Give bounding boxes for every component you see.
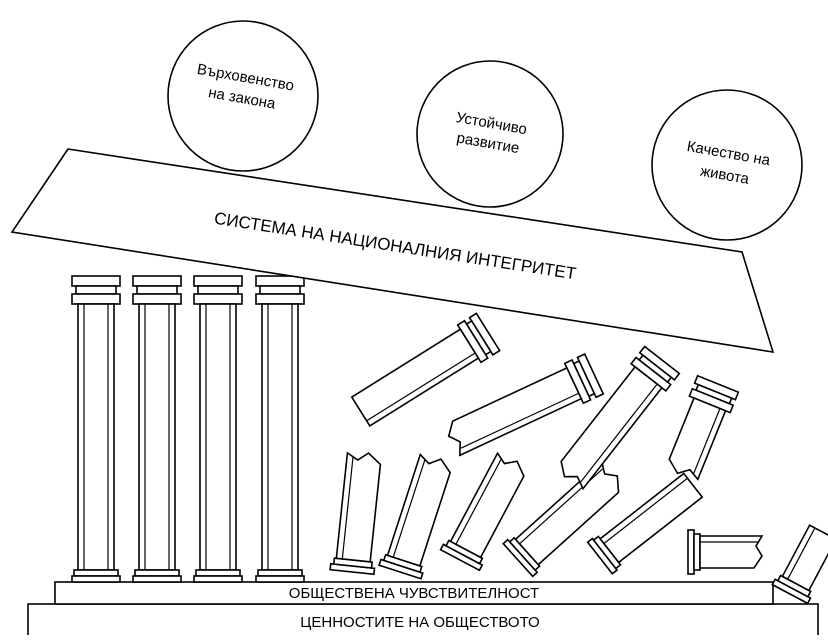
fallen-column [439,451,525,572]
standing-column [71,275,121,583]
standing-columns [71,275,305,583]
base-public-sensitivity: ОБЩЕСТВЕНА ЧУВСТВИТЕЛНОСТ [54,581,774,605]
standing-column [255,275,305,583]
circle-sustainable-development: Устойчиво развитие [416,60,564,208]
base-society-values: ЦЕННОСТИТЕ НА ОБЩЕСТВОТО [27,603,819,638]
fallen-column [329,451,382,576]
fallen-columns [329,312,828,605]
fallen-column [586,472,704,575]
circle-quality-of-life: Качество на живота [651,89,803,241]
fallen-column [771,524,828,605]
standing-column [132,275,182,583]
fallen-column [668,374,740,481]
fallen-column [687,529,764,575]
base-top-label: ОБЩЕСТВЕНА ЧУВСТВИТЕЛНОСТ [289,585,539,602]
fallen-column [502,460,620,578]
fallen-column [560,345,681,491]
fallen-column [447,352,605,457]
national-integrity-beam: СИСТЕМА НА НАЦИОНАЛНИЯ ИНТЕГРИТЕТ [10,148,775,353]
fallen-column [378,452,452,580]
circle-rule-of-law: Върховенство на закона [167,20,319,172]
fallen-column [350,312,501,428]
standing-column [193,275,243,583]
base-bottom-label: ЦЕННОСТИТЕ НА ОБЩЕСТВОТО [300,614,539,631]
